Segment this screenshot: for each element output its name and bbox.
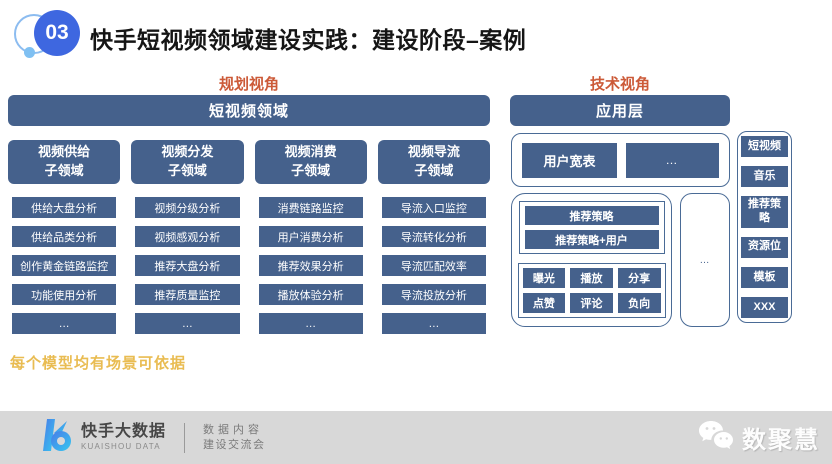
list-item: 导流匹配效率 — [381, 255, 486, 276]
list-item: 推荐效果分析 — [258, 255, 363, 276]
list-item: 导流投放分析 — [381, 284, 486, 305]
brand-logo-group: 快手大数据 KUAISHOU DATA 数据内容 建设交流会 — [42, 417, 266, 458]
column-items: 视频分级分析 视频感观分析 推荐大盘分析 推荐质量监控 … — [131, 197, 243, 334]
column-title: 视频供给 — [38, 144, 91, 160]
footer-tagline: 数据内容 建设交流会 — [203, 423, 266, 453]
brand-name-en: KUAISHOU DATA — [81, 441, 161, 451]
list-item: 视频分级分析 — [135, 197, 240, 218]
list-item: 供给大盘分析 — [12, 197, 117, 218]
rail-short-video: 短视频 — [741, 136, 788, 157]
list-item-ellipsis: … — [135, 313, 240, 334]
metrics-grid: 曝光 播放 分享 点赞 评论 负向 — [517, 263, 666, 318]
tech-view-label: 技术视角 — [589, 76, 650, 93]
column-subtitle: 子领域 — [167, 163, 207, 178]
planning-columns: 视频供给 子领域 供给大盘分析 供给品类分析 创作黄金链路监控 功能使用分析 …… — [8, 140, 490, 334]
column-title: 视频消费 — [284, 144, 337, 160]
tagline-line1: 数据内容 — [203, 423, 264, 436]
metric-exposure: 曝光 — [522, 268, 566, 288]
column-header: 视频分发 子领域 — [131, 140, 244, 184]
column-video-supply: 视频供给 子领域 供给大盘分析 供给品类分析 创作黄金链路监控 功能使用分析 … — [8, 140, 121, 334]
column-video-diversion: 视频导流 子领域 导流入口监控 导流转化分析 导流匹配效率 导流投放分析 … — [377, 140, 490, 334]
metric-play: 播放 — [570, 268, 613, 288]
wechat-icon — [698, 420, 734, 455]
strategy-inner-box: 推荐策略 推荐策略+用户 — [518, 201, 665, 254]
list-item: 导流入口监控 — [381, 197, 486, 218]
column-title: 视频分发 — [161, 144, 214, 160]
rail-music: 音乐 — [741, 166, 788, 188]
rail-template: 模板 — [741, 266, 788, 288]
column-header: 视频消费 子领域 — [254, 140, 367, 184]
column-title: 视频导流 — [407, 144, 460, 160]
list-item: 功能使用分析 — [12, 284, 117, 305]
list-item: 供给品类分析 — [12, 226, 117, 247]
section-number: 03 — [34, 10, 80, 56]
planning-view-label: 规划视角 — [218, 76, 279, 93]
column-items: 消费链路监控 用户消费分析 推荐效果分析 播放体验分析 … — [255, 197, 367, 334]
wechat-account-group: 数聚慧 — [698, 411, 820, 464]
list-item-ellipsis: … — [381, 313, 486, 334]
list-item: 导流转化分析 — [381, 226, 486, 247]
column-subtitle: 子领域 — [291, 163, 331, 178]
column-subtitle: 子领域 — [414, 163, 454, 178]
scene-rail: 短视频 音乐 推荐策略 资源位 模板 XXX — [737, 131, 792, 323]
rail-resource-slot: 资源位 — [741, 236, 788, 258]
application-layer-bar: 应用层 — [510, 95, 730, 126]
list-item: 创作黄金链路监控 — [12, 255, 117, 276]
column-header: 视频导流 子领域 — [377, 140, 490, 184]
list-item: 推荐质量监控 — [135, 284, 240, 305]
column-items: 供给大盘分析 供给品类分析 创作黄金链路监控 功能使用分析 … — [8, 197, 120, 334]
column-header: 视频供给 子领域 — [8, 140, 121, 184]
more-tables-tile: … — [626, 142, 719, 178]
more-groups-box: … — [680, 193, 730, 327]
brand-text: 快手大数据 KUAISHOU DATA — [81, 423, 166, 451]
column-video-distribution: 视频分发 子领域 视频分级分析 视频感观分析 推荐大盘分析 推荐质量监控 … — [131, 140, 244, 334]
metric-negative: 负向 — [617, 293, 661, 313]
tagline-line2: 建设交流会 — [203, 438, 266, 451]
metric-share: 分享 — [617, 268, 661, 288]
column-video-consumption: 视频消费 子领域 消费链路监控 用户消费分析 推荐效果分析 播放体验分析 … — [254, 140, 367, 334]
strategy-group: 推荐策略 推荐策略+用户 曝光 播放 分享 点赞 评论 负向 — [511, 193, 672, 327]
brand-name-cn: 快手大数据 — [81, 423, 167, 441]
page-title: 快手短视频领域建设实践：建设阶段–案例 — [90, 27, 527, 53]
list-item: 用户消费分析 — [258, 226, 363, 247]
strategy-user-bar: 推荐策略+用户 — [524, 230, 659, 249]
list-item-ellipsis: … — [258, 313, 363, 334]
list-item: 播放体验分析 — [258, 284, 363, 305]
user-table-group: 用户宽表 … — [511, 133, 730, 187]
footer-divider — [184, 422, 186, 453]
wechat-account-name: 数聚慧 — [742, 427, 820, 454]
strategy-bar: 推荐策略 — [524, 206, 659, 225]
footer: 快手大数据 KUAISHOU DATA 数据内容 建设交流会 — [0, 411, 832, 464]
rail-xxx: XXX — [741, 296, 788, 318]
kuaishou-logo-icon — [42, 417, 72, 458]
list-item: 视频感观分析 — [135, 226, 240, 247]
list-item: 消费链路监控 — [258, 197, 363, 218]
badge-dot-decoration — [24, 47, 35, 58]
rail-strategy: 推荐策略 — [741, 196, 788, 228]
note-text: 每个模型均有场景可依据 — [10, 355, 187, 372]
list-item: 推荐大盘分析 — [135, 255, 240, 276]
metric-like: 点赞 — [522, 293, 566, 313]
column-items: 导流入口监控 导流转化分析 导流匹配效率 导流投放分析 … — [378, 197, 490, 334]
section-number-badge: 03 — [10, 6, 84, 60]
column-subtitle: 子领域 — [44, 163, 84, 178]
domain-bar: 短视频领域 — [8, 95, 490, 126]
metric-comment: 评论 — [570, 293, 613, 313]
list-item-ellipsis: … — [12, 313, 117, 334]
user-wide-table-tile: 用户宽表 — [522, 142, 617, 178]
